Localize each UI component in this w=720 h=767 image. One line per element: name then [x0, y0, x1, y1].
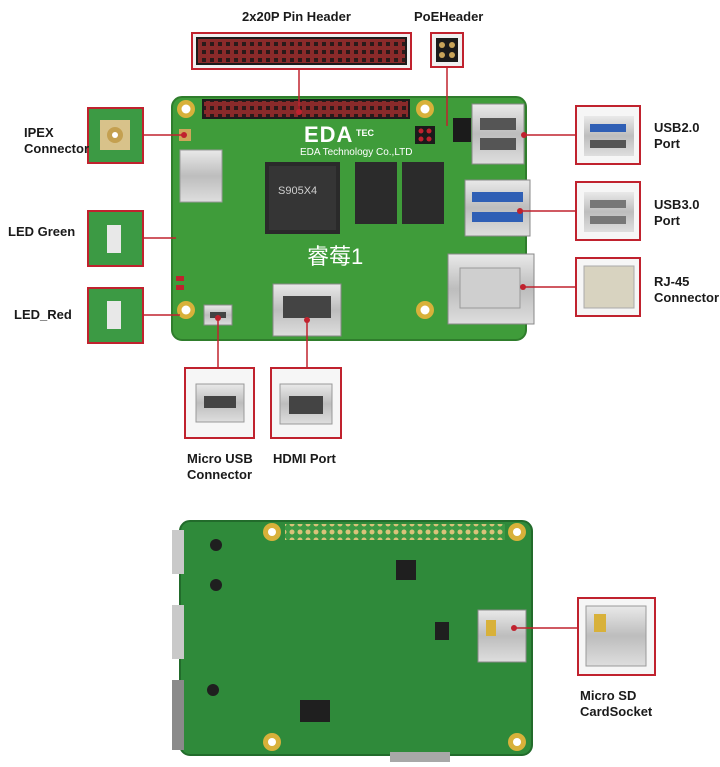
board-bottom	[172, 520, 533, 762]
usb2-callout-image	[575, 105, 641, 165]
onboard-pin-header	[202, 99, 410, 119]
rj45-onboard	[447, 253, 535, 325]
board-company: EDA Technology Co.,LTD	[300, 147, 413, 158]
led-green-callout-image	[87, 210, 144, 267]
label-led-green: LED Green	[8, 224, 76, 239]
usb3-port-onboard	[464, 179, 531, 237]
pin-header-callout-image	[191, 32, 412, 70]
label-rj45: RJ-45 Connector	[654, 274, 719, 305]
board-chip-text: S905X4	[278, 185, 318, 197]
usb2-port-onboard	[471, 103, 525, 165]
callout-lines-top	[143, 67, 576, 368]
onboard-poe-header	[415, 126, 435, 144]
ram-chip-1	[355, 162, 397, 224]
micro-sd-onboard	[477, 609, 527, 663]
ram-chip-2	[402, 162, 444, 224]
soc-chip	[265, 162, 340, 234]
led-red-callout-image	[87, 287, 144, 344]
usb3-callout-image	[575, 181, 641, 241]
label-ipex: IPEX Connector	[24, 125, 89, 156]
label-usb3: USB3.0 Port	[654, 197, 700, 228]
poe-header-callout-image	[430, 32, 464, 68]
mounting-holes-top	[177, 100, 434, 319]
hdmi-callout-image	[270, 367, 342, 439]
led-onboard	[176, 276, 184, 290]
wifi-module	[179, 149, 223, 203]
label-usb2: USB2.0 Port	[654, 120, 700, 151]
label-micro-sd: Micro SD CardSocket	[580, 688, 653, 719]
callout-line-sd	[511, 625, 578, 631]
label-pin-header: 2x20P Pin Header	[242, 9, 351, 24]
small-component	[453, 118, 471, 142]
callout-dots-top	[181, 109, 527, 323]
board-logo-small: TEC	[356, 128, 374, 138]
label-poe-header: PoEHeader	[414, 9, 484, 24]
label-hdmi: HDMI Port	[273, 451, 336, 466]
label-micro-usb: Micro USB Connector	[187, 451, 253, 482]
board-product-name: 睿莓1	[307, 244, 364, 269]
micro-usb-callout-image	[184, 367, 255, 439]
board-logo: EDA	[304, 122, 354, 147]
micro-sd-callout-image	[577, 597, 656, 676]
ipex-callout-image	[87, 107, 144, 164]
rj45-callout-image	[575, 257, 641, 317]
label-led-red: LED_Red	[14, 307, 72, 322]
